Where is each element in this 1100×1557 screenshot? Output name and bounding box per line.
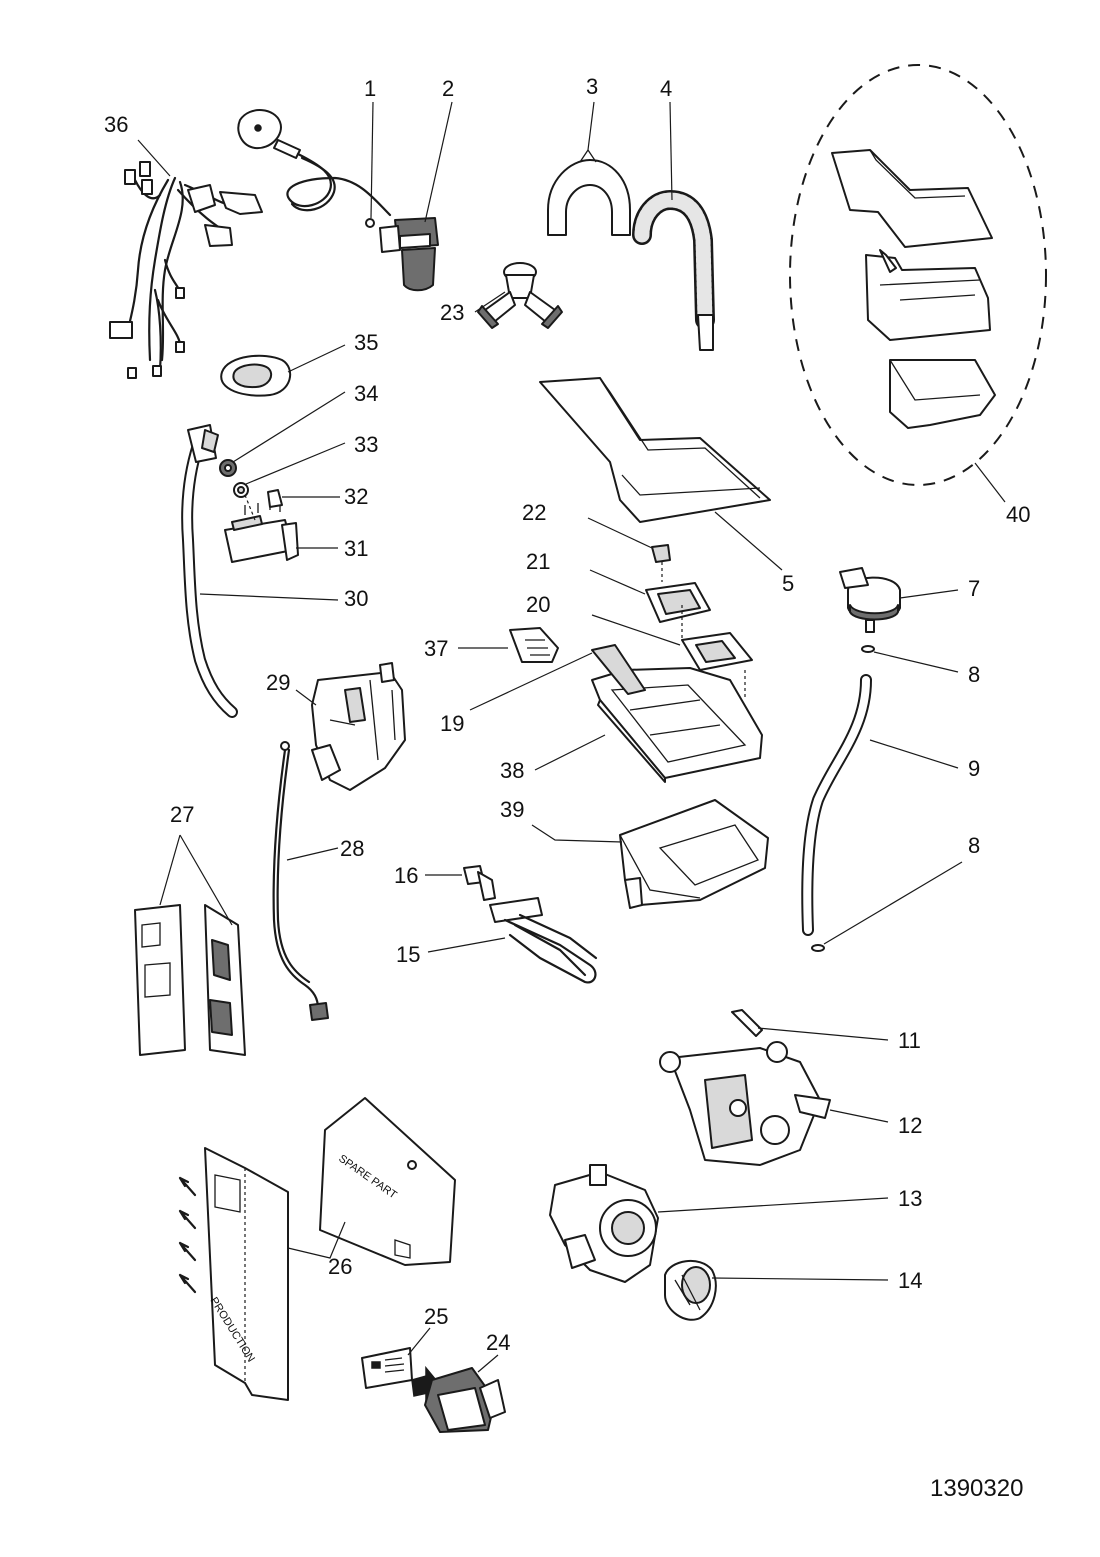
part-19-siphon[interactable] <box>469 644 646 711</box>
part-29-door-lock[interactable] <box>295 662 406 791</box>
part-15-heating-element[interactable] <box>427 897 598 984</box>
callout-24: 24 <box>486 1330 510 1355</box>
part-21-softener-cup[interactable] <box>589 569 711 623</box>
part-7-pressure-switch[interactable] <box>839 567 959 633</box>
part-13-drain-pump[interactable] <box>549 1164 889 1283</box>
callout-26: 26 <box>328 1254 352 1279</box>
callout-35: 35 <box>354 330 378 355</box>
part-14-filter[interactable] <box>664 1259 889 1321</box>
callout-30: 30 <box>344 586 368 611</box>
callout-1: 1 <box>364 76 376 101</box>
callout-29: 29 <box>266 670 290 695</box>
callout-32: 32 <box>344 484 368 509</box>
part-12-pump-motor[interactable] <box>659 1041 889 1166</box>
callout-21: 21 <box>526 549 550 574</box>
callout-27: 27 <box>170 802 194 827</box>
callout-31: 31 <box>344 536 368 561</box>
part-24-connector[interactable] <box>411 1354 506 1433</box>
part-38-dispenser-drawer[interactable] <box>534 667 763 783</box>
callout-7: 7 <box>968 576 980 601</box>
part-22-siphon-cap[interactable] <box>587 517 671 582</box>
part-1-screw[interactable] <box>365 101 375 228</box>
arrow-icon <box>178 1176 197 1197</box>
part-34-seal[interactable] <box>219 391 346 477</box>
callout-14: 14 <box>898 1268 922 1293</box>
callout-11: 11 <box>898 1028 921 1053</box>
part-23-y-connector[interactable] <box>474 262 563 329</box>
callout-labels: 1 2 3 4 5 7 8 9 8 11 12 13 14 15 16 19 2… <box>104 74 1030 1355</box>
arrow-icon <box>178 1209 197 1230</box>
part-8-clip-top[interactable] <box>861 645 959 673</box>
arrow-icon <box>178 1241 197 1262</box>
callout-25: 25 <box>424 1304 448 1329</box>
part-30-drain-tube[interactable] <box>181 424 339 718</box>
part-8-clip-bottom[interactable] <box>811 861 963 952</box>
part-26-labels[interactable] <box>204 1097 456 1401</box>
callout-8-bottom: 8 <box>968 833 980 858</box>
part-32-nozzle[interactable] <box>244 489 340 521</box>
callout-33: 33 <box>354 432 378 457</box>
callout-36: 36 <box>104 112 128 137</box>
part-16-thermostat[interactable] <box>425 865 496 901</box>
callout-13: 13 <box>898 1186 922 1211</box>
callout-38: 38 <box>500 758 524 783</box>
part-35-grommet[interactable] <box>220 344 346 397</box>
callout-12: 12 <box>898 1113 922 1138</box>
callout-23: 23 <box>440 300 464 325</box>
callout-39: 39 <box>500 797 524 822</box>
callout-19: 19 <box>440 711 464 736</box>
part-9-pressure-tube[interactable] <box>801 674 959 936</box>
part-20-bleach-cup[interactable] <box>591 605 753 700</box>
callout-2: 2 <box>442 76 454 101</box>
callout-20: 20 <box>526 592 550 617</box>
callout-8-top: 8 <box>968 662 980 687</box>
part-27-electronic-module[interactable] <box>134 834 246 1056</box>
drawing-number: 1390320 <box>930 1475 1023 1502</box>
part-3-hose-guide[interactable] <box>547 101 631 236</box>
part-28-ntc-wire[interactable] <box>272 741 339 1021</box>
part-31-pressure-switch[interactable] <box>224 502 338 563</box>
part-33-washer[interactable] <box>233 442 346 498</box>
arrow-icon <box>178 1273 197 1294</box>
callout-5: 5 <box>782 571 794 596</box>
callout-9: 9 <box>968 756 980 781</box>
callout-4: 4 <box>660 76 672 101</box>
part-2-mains-cable-filter[interactable] <box>237 101 453 292</box>
callout-3: 3 <box>586 74 598 99</box>
callout-28: 28 <box>340 836 364 861</box>
callout-22: 22 <box>522 500 546 525</box>
callout-37: 37 <box>424 636 448 661</box>
part-5-dispenser-top[interactable] <box>539 377 783 571</box>
callout-16: 16 <box>394 863 418 888</box>
callout-34: 34 <box>354 381 378 406</box>
part-40-dispenser-assembly-group[interactable] <box>789 64 1047 503</box>
part-4-drain-hose[interactable] <box>632 101 715 351</box>
callout-15: 15 <box>396 942 420 967</box>
production-arrows <box>178 1176 197 1294</box>
part-11-screw[interactable] <box>731 1009 889 1041</box>
part-36-wiring-harness[interactable] <box>109 139 263 379</box>
part-39-dispenser-housing[interactable] <box>531 799 769 909</box>
part-37-flap[interactable] <box>458 627 559 663</box>
callout-40: 40 <box>1006 502 1030 527</box>
